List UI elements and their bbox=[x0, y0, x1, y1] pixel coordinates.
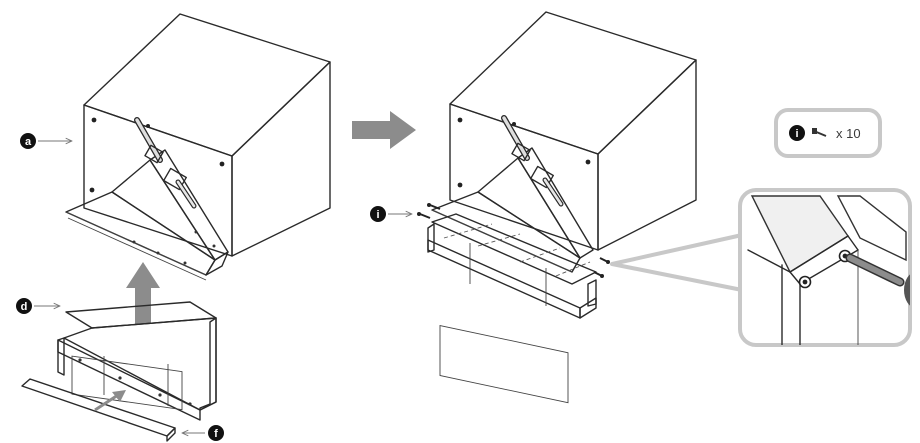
parts-box: i x 10 bbox=[774, 108, 882, 158]
callout-d-letter: d bbox=[21, 301, 28, 313]
bar-part-f bbox=[21, 378, 176, 442]
screws-left bbox=[417, 203, 441, 219]
parts-box-letter: i bbox=[795, 128, 798, 140]
latch-handle-right bbox=[501, 115, 564, 207]
latch-handle-left bbox=[134, 117, 197, 209]
parts-box-quantity: x 10 bbox=[836, 126, 861, 141]
frame-part-d bbox=[57, 301, 217, 421]
callout-i-letter: i bbox=[376, 209, 379, 221]
screwdriver-icon bbox=[845, 253, 910, 308]
callout-i: i bbox=[370, 206, 412, 222]
arrow-insert-icon bbox=[94, 390, 126, 412]
screws-right bbox=[593, 257, 610, 278]
zoom-detail bbox=[610, 188, 912, 347]
step-after-assembly: i bbox=[370, 11, 697, 404]
callout-a-letter: a bbox=[25, 136, 32, 148]
cabinet-box-left bbox=[83, 13, 331, 257]
screw-icon bbox=[812, 128, 827, 137]
callout-f-letter: f bbox=[214, 428, 218, 440]
callout-f: f bbox=[182, 425, 224, 441]
arrow-up-icon bbox=[126, 262, 160, 324]
callout-d: d bbox=[16, 298, 60, 314]
arrow-right-icon bbox=[352, 111, 416, 149]
step-before-assembly: a d f bbox=[16, 13, 331, 442]
hood-left bbox=[65, 149, 229, 281]
cabinet-box-right bbox=[449, 11, 697, 251]
hood-right bbox=[431, 147, 594, 273]
callout-a: a bbox=[20, 133, 72, 149]
